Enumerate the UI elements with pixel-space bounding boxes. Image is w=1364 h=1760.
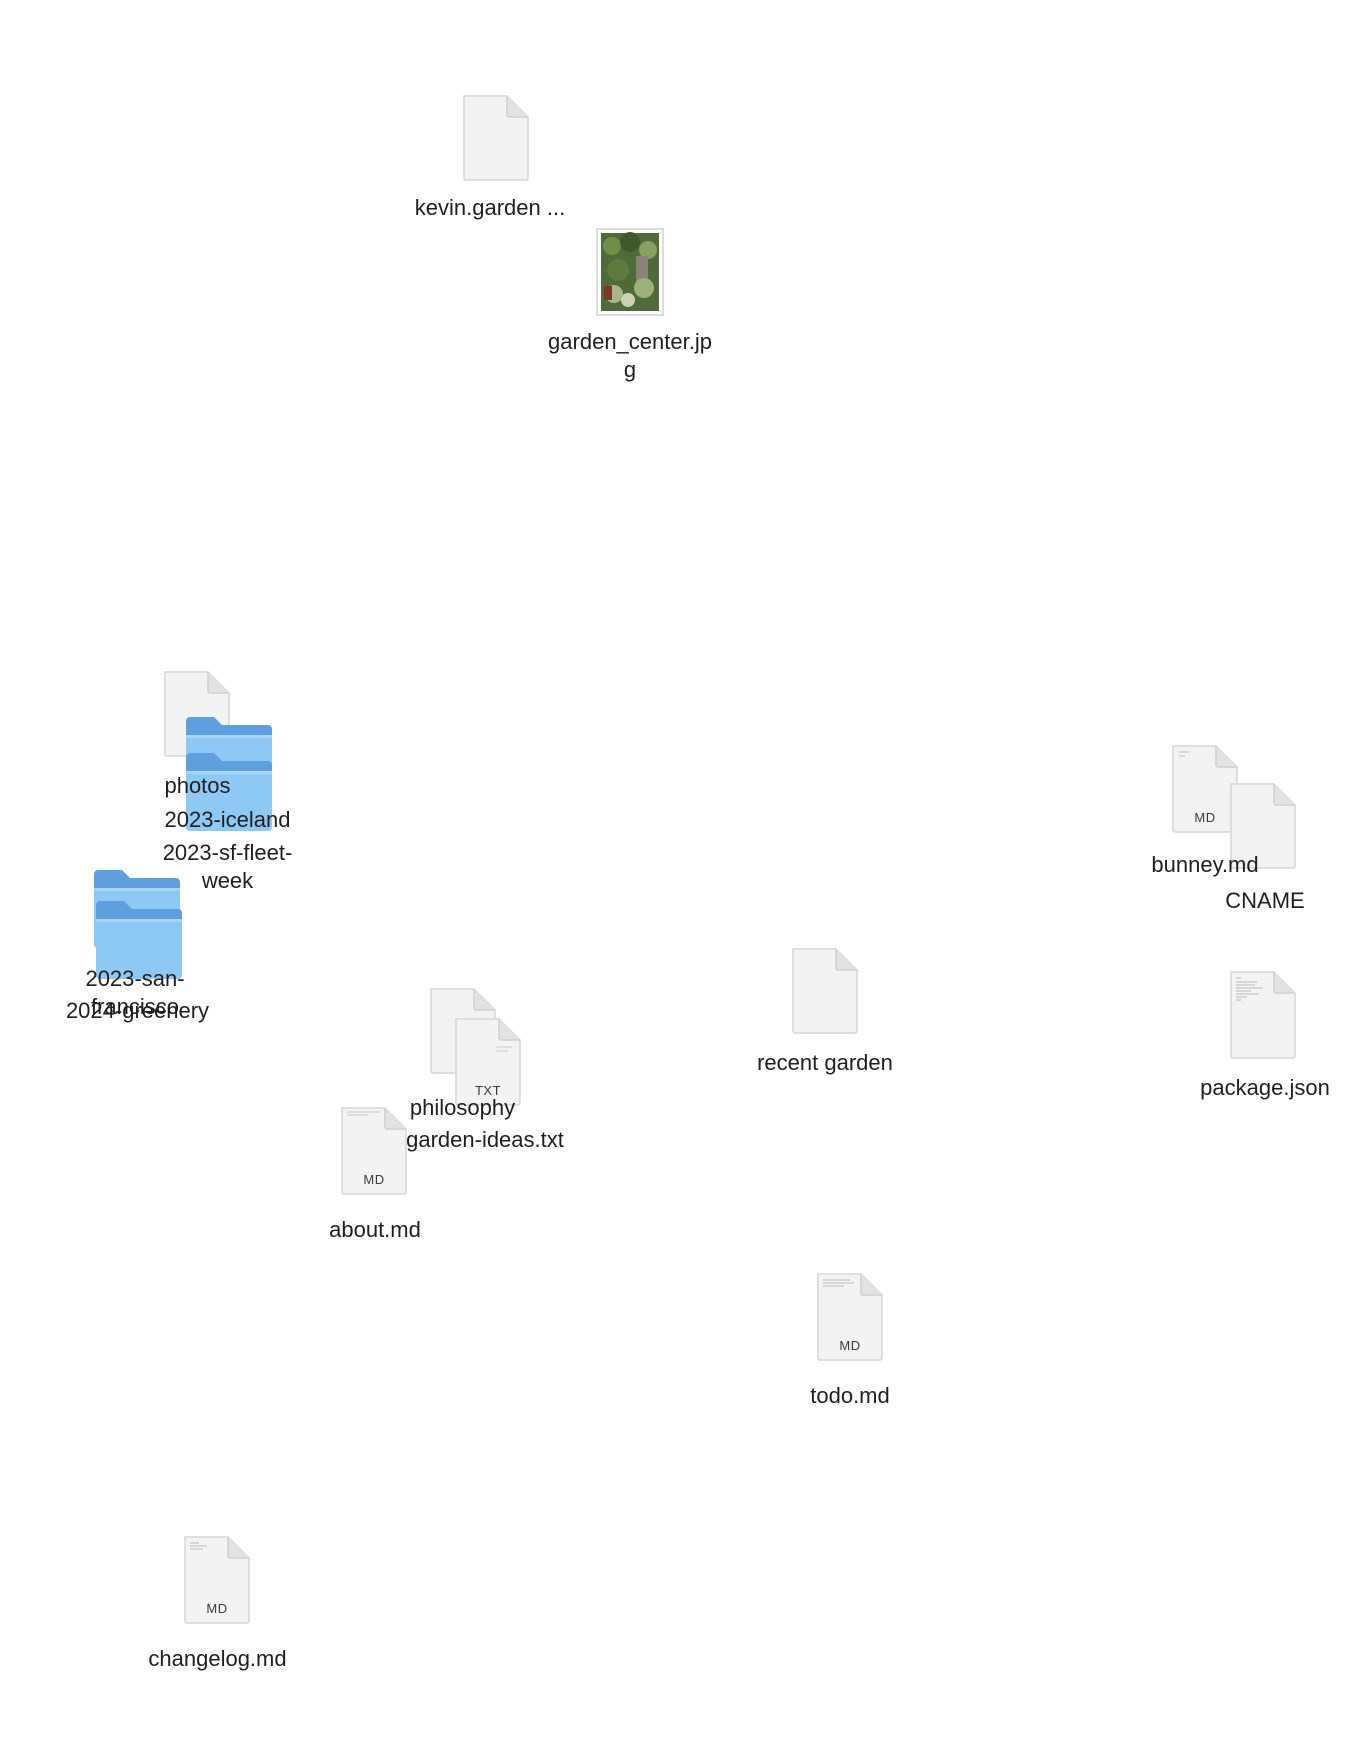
json-document-icon (1230, 971, 1296, 1059)
folder-label-2023-san-francisco: 2023-san-francisco (85, 966, 185, 1019)
blank-document-icon (463, 95, 529, 181)
text-document-icon: TXT (455, 1018, 521, 1106)
svg-text:MD: MD (206, 1601, 227, 1616)
folder-icon (96, 901, 182, 979)
file-label-philosophy: philosophy (409, 1095, 516, 1120)
file-label: todo.md (810, 1383, 890, 1408)
file-label-cname: CNAME (1225, 888, 1305, 913)
file-about-md[interactable]: MD about.md (305, 1104, 445, 1242)
markdown-document-icon: MD (341, 1107, 407, 1195)
svg-text:TXT: TXT (475, 1083, 501, 1098)
file-label-garden-ideas-txt: garden-ideas.txt (406, 1127, 564, 1152)
file-garden-ideas-txt[interactable]: TXT (440, 1015, 540, 1120)
file-label: changelog.md (148, 1646, 287, 1671)
blank-document-icon (792, 948, 858, 1034)
file-changelog-md[interactable]: MD changelog.md (130, 1533, 305, 1671)
folder-2023-sf-fleet-week[interactable] (180, 748, 280, 848)
folder-2024-greenery[interactable] (90, 896, 190, 996)
markdown-document-icon: MD (817, 1273, 883, 1361)
file-kevin-garden[interactable]: kevin.garden ... (400, 90, 580, 225)
folder-label-2023-sf-fleet-week: 2023-sf-fleet-week (162, 840, 293, 893)
file-label: recent garden (757, 1050, 893, 1075)
photo-thumbnail-icon (596, 228, 664, 316)
file-label: garden_center.jp g (548, 329, 712, 382)
folder-icon (186, 753, 272, 831)
file-todo-md[interactable]: MD todo.md (780, 1270, 920, 1408)
svg-text:MD: MD (363, 1172, 384, 1187)
file-recent-garden[interactable]: recent garden (735, 945, 915, 1080)
blank-document-icon (1230, 783, 1296, 869)
file-label: about.md (329, 1217, 421, 1242)
file-label-bunney-md: bunney.md (1151, 852, 1259, 877)
folder-label-2024-greenery: 2024-greenery (65, 998, 210, 1023)
file-label: package.json (1200, 1075, 1330, 1100)
file-label-photos: photos (164, 773, 231, 798)
file-label: kevin.garden ... (414, 195, 566, 220)
svg-text:MD: MD (1194, 810, 1215, 825)
folder-label-2023-iceland: 2023-iceland (164, 807, 291, 832)
file-cname[interactable] (1210, 780, 1320, 915)
svg-text:MD: MD (839, 1338, 860, 1353)
file-garden-center-jpg[interactable]: garden_center.jp g (535, 225, 725, 390)
markdown-document-icon: MD (184, 1536, 250, 1624)
file-package-json[interactable]: package.json (1175, 968, 1355, 1103)
